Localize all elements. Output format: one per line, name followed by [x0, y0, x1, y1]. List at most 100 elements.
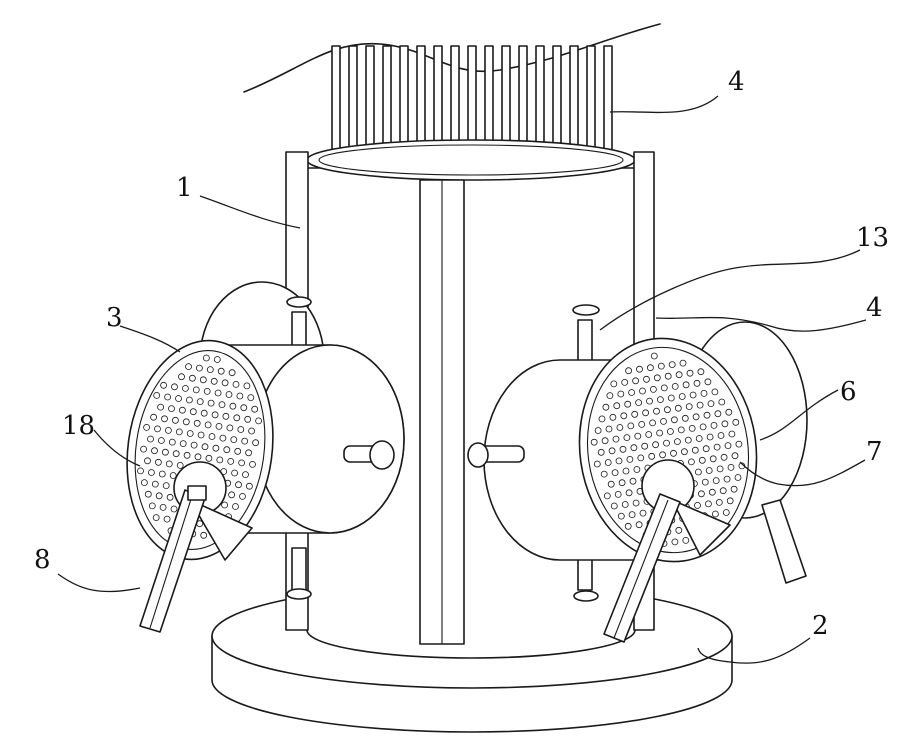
screen-hole [668, 395, 674, 401]
screen-hole [242, 438, 248, 444]
screen-hole [187, 431, 193, 437]
screen-hole [154, 392, 160, 398]
screen-hole [158, 404, 164, 410]
right-rear-lever [762, 500, 806, 583]
screen-hole [169, 439, 175, 445]
screen-hole [201, 410, 207, 416]
screen-hole [173, 451, 179, 457]
screen-hole [698, 491, 704, 497]
screen-hole [243, 472, 249, 478]
screen-hole [190, 409, 196, 415]
screen-hole [165, 394, 171, 400]
screen-hole [727, 498, 733, 504]
screen-hole [694, 380, 700, 386]
screen-hole [696, 436, 702, 442]
screen-hole [237, 393, 243, 399]
screen-hole [595, 428, 601, 434]
screen-hole [220, 435, 226, 441]
screen-hole [700, 424, 706, 430]
screen-hole [602, 438, 608, 444]
screen-hole [164, 516, 170, 522]
screen-hole [664, 407, 670, 413]
screen-hole [683, 382, 689, 388]
screen-hole [141, 480, 147, 486]
label-right-7: 7 [866, 437, 883, 467]
screen-hole [619, 480, 625, 486]
screen-hole [635, 433, 641, 439]
screen-hole [647, 365, 653, 371]
screen-hole [707, 434, 713, 440]
screen-hole [182, 385, 188, 391]
screen-hole [638, 455, 644, 461]
screen-hole [158, 438, 164, 444]
screen-hole [176, 429, 182, 435]
screen-hole [692, 447, 698, 453]
screen-hole [712, 389, 718, 395]
screen-hole [239, 460, 245, 466]
screen-hole [626, 490, 632, 496]
screen-hole [626, 368, 632, 374]
screen-hole [176, 396, 182, 402]
screen-hole [712, 511, 718, 517]
screen-hole [681, 449, 687, 455]
screen-hole [149, 503, 155, 509]
screen-hole [236, 482, 242, 488]
screen-hole [640, 510, 646, 516]
screen-hole [699, 457, 705, 463]
screen-hole [621, 413, 627, 419]
screen-hole [644, 376, 650, 382]
screen-hole [219, 402, 225, 408]
screen-hole [622, 379, 628, 385]
screen-hole [195, 454, 201, 460]
screen-hole [688, 459, 694, 465]
screen-hole [184, 452, 190, 458]
screen-hole [654, 375, 660, 381]
screen-hole [719, 399, 725, 405]
screen-hole [183, 419, 189, 425]
screen-hole [672, 539, 678, 545]
screen-hole [203, 355, 209, 361]
screen-hole [613, 436, 619, 442]
screen-hole [697, 402, 703, 408]
screen-hole [226, 392, 232, 398]
screen-hole [658, 363, 664, 369]
screen-hole [657, 397, 663, 403]
screen-hole [141, 446, 147, 452]
screen-hole [704, 412, 710, 418]
screen-hole [603, 404, 609, 410]
screen-hole [248, 395, 254, 401]
screen-hole [227, 425, 233, 431]
screen-hole [640, 388, 646, 394]
screen-hole [241, 405, 247, 411]
screen-hole [186, 364, 192, 370]
screen-hole [705, 379, 711, 385]
screen-hole [155, 459, 161, 465]
screen-hole [618, 391, 624, 397]
screen-hole [246, 483, 252, 489]
screen-hole [717, 466, 723, 472]
screen-hole [718, 433, 724, 439]
screen-hole [249, 428, 255, 434]
screen-hole [152, 448, 158, 454]
screen-hole [172, 417, 178, 423]
screen-hole [698, 369, 704, 375]
screen-hole [161, 382, 167, 388]
screen-hole [631, 445, 637, 451]
screen-hole [214, 357, 220, 363]
screen-hole [162, 449, 168, 455]
screen-hole [201, 532, 207, 538]
screen-hole [710, 456, 716, 462]
screen-hole [713, 478, 719, 484]
screen-hole [661, 418, 667, 424]
screen-hole [678, 427, 684, 433]
screen-hole [607, 393, 613, 399]
screen-hole [223, 413, 229, 419]
screen-hole [612, 470, 618, 476]
screen-hole [212, 412, 218, 418]
screen-hole [664, 440, 670, 446]
screen-hole [633, 500, 639, 506]
screen-hole [629, 512, 635, 518]
screen-hole [148, 470, 154, 476]
screen-hole [654, 408, 660, 414]
